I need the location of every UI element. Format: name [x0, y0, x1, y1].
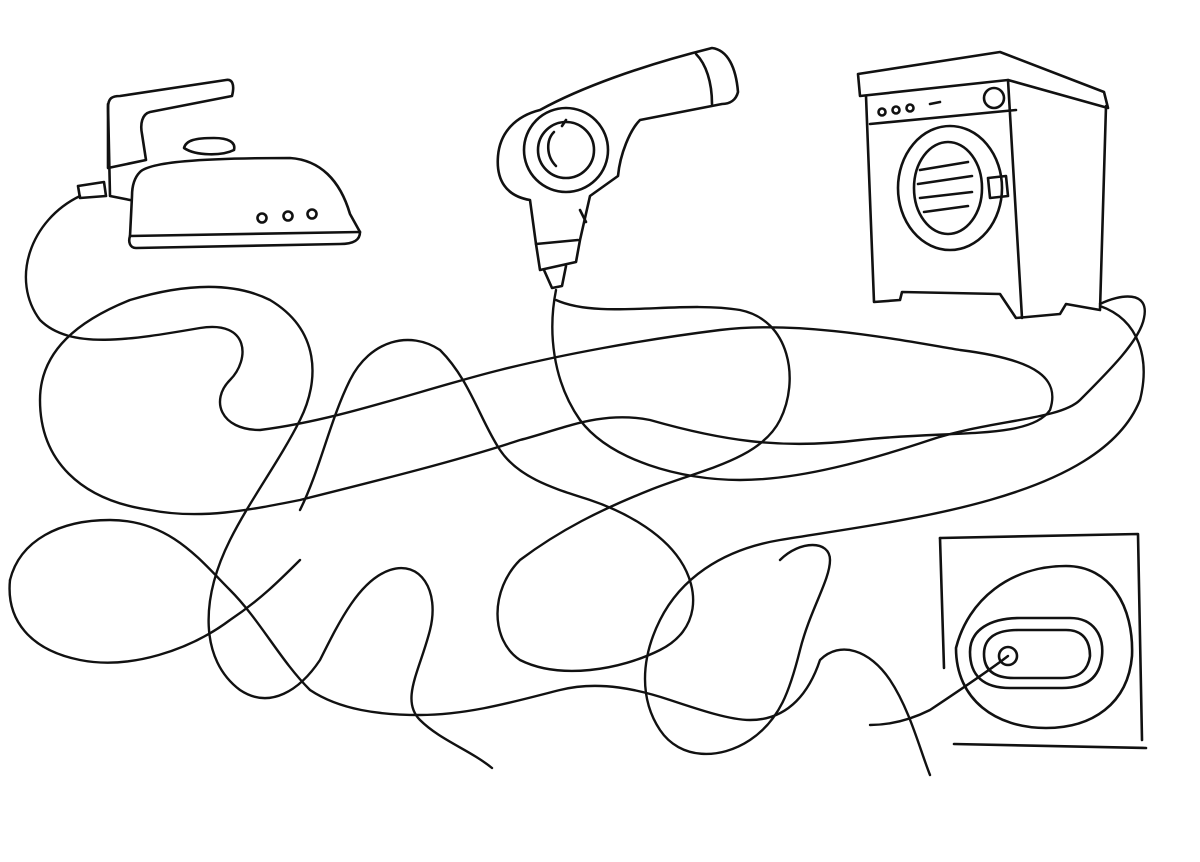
middle-cord [298, 298, 791, 673]
hair-dryer-cord [551, 288, 1146, 482]
iron-cord [24, 194, 1054, 770]
socket-plug-cord [868, 654, 1010, 727]
left-loop-cord [8, 558, 302, 664]
washing-machine-icon [856, 50, 1110, 320]
socket-cord [8, 518, 932, 777]
iron-icon [76, 78, 362, 250]
tangled-wires [8, 194, 1146, 777]
hair-dryer-icon [496, 46, 740, 290]
washing-machine-cord [643, 304, 1145, 756]
power-socket-icon [938, 532, 1148, 750]
